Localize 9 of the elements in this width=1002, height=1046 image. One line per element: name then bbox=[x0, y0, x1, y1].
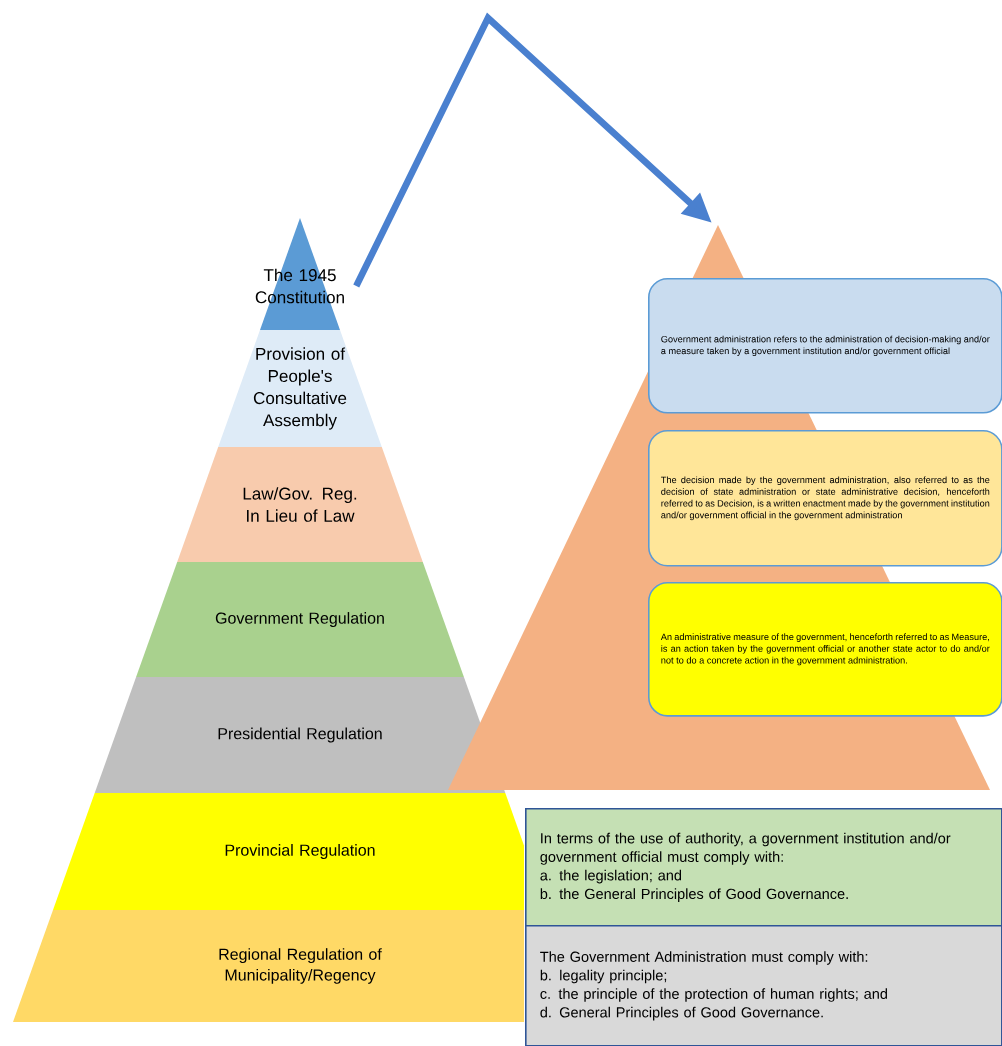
pyramid-level: Law/Gov. Reg. In Lieu of Law bbox=[177, 447, 423, 562]
text-box: The Government Administration must comply with: b. legality principle; c. the principle of the protection of human rights; and d. General Principles of Good Governance. bbox=[525, 925, 1002, 1046]
text-box: Government administration refers to the administration of decision-making and/or a measure taken by a government institution and/or government official bbox=[648, 278, 1002, 414]
pyramid-level: Provincial Regulation bbox=[53, 793, 524, 910]
text-box: In terms of the use of authority, a government institution and/or government official must comply with: a. the legislation; and b. the General Principles of Good Governance. bbox=[525, 808, 1002, 927]
pyramid-level: Regional Regulation of Municipality/Regency bbox=[13, 910, 524, 1022]
pyramid-level: Provision of People's Consultative Assembly bbox=[218, 330, 382, 447]
pyramid-level: Presidential Regulation bbox=[94, 677, 506, 793]
pyramid-level: Government Regulation bbox=[136, 562, 464, 677]
